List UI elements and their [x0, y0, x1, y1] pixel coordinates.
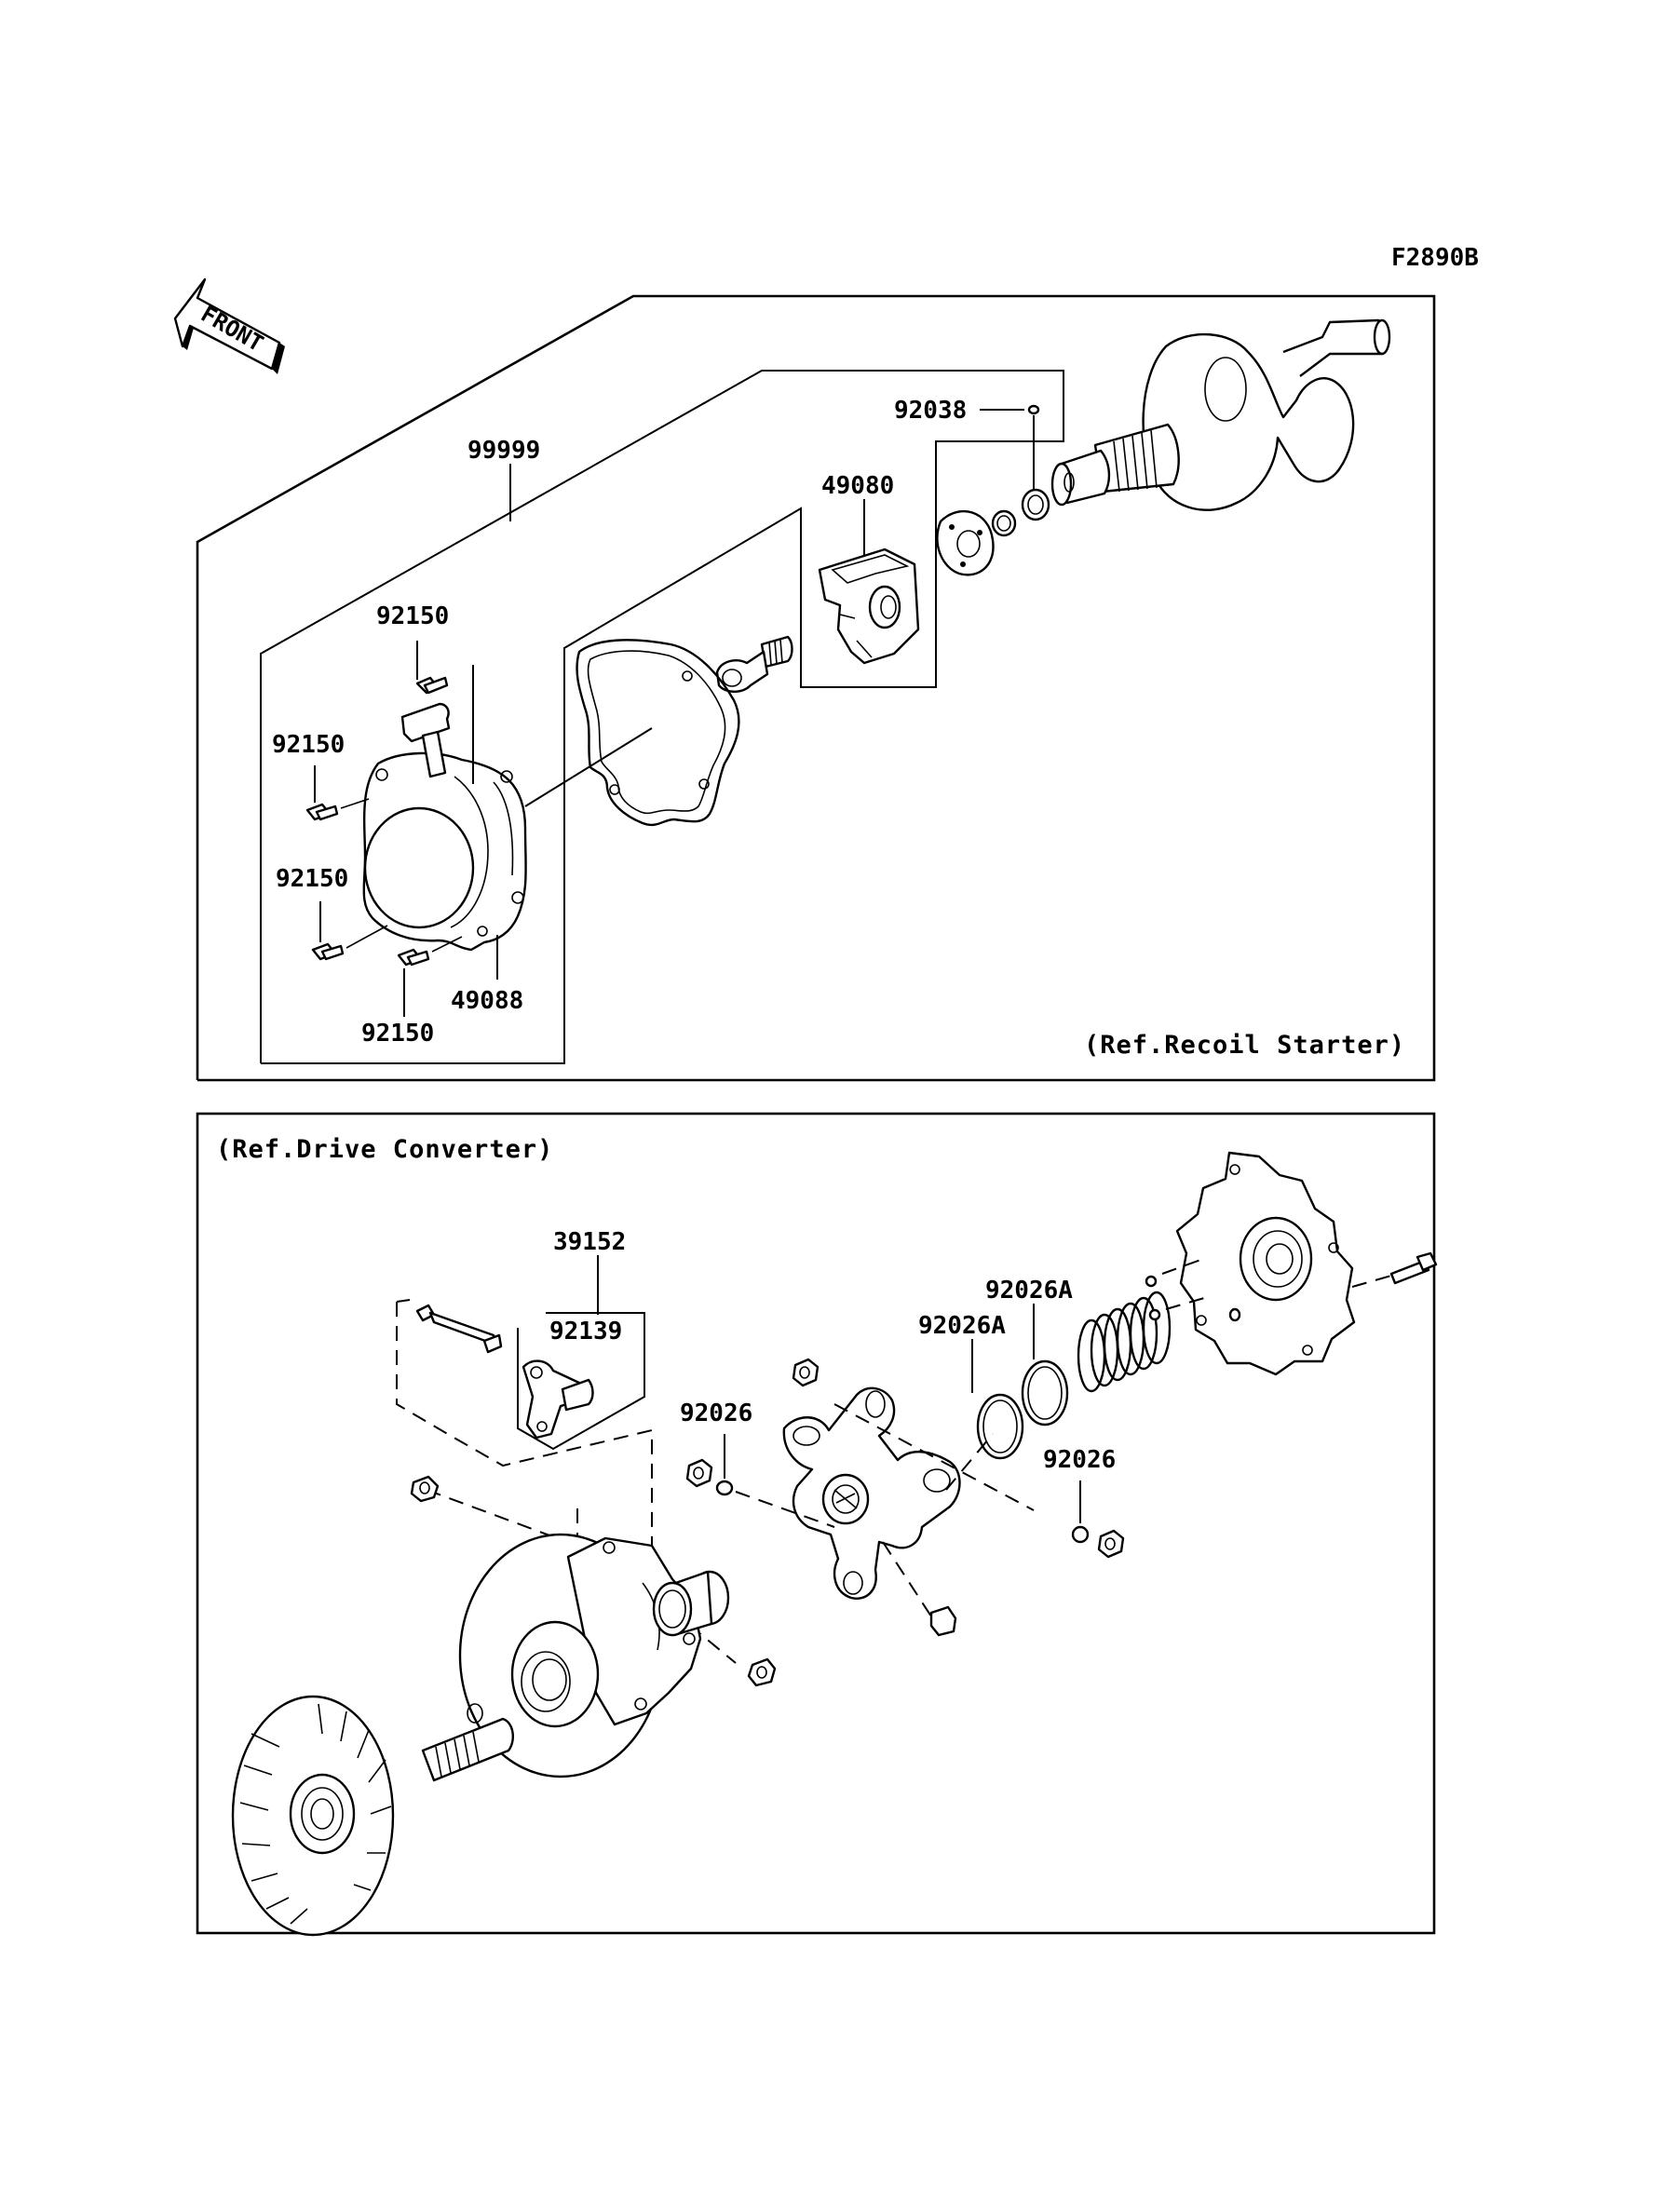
label-92026-right: 92026 [1043, 1446, 1116, 1474]
starter-stud [715, 635, 793, 693]
label-99999: 99999 [467, 437, 540, 465]
sheave-nut [410, 1475, 777, 1687]
cover-gasket [576, 639, 740, 827]
bolt-92150-bottom: 92150 [361, 936, 463, 1048]
label-92026a-upper: 92026A [985, 1277, 1073, 1305]
cover-bolt [1389, 1251, 1438, 1285]
label-92150-bottom: 92150 [361, 1020, 434, 1048]
label-92026-left: 92026 [680, 1399, 752, 1427]
spider-nuts [685, 1358, 1125, 1637]
upper-reference-note: (Ref.Recoil Starter) [1084, 1031, 1405, 1060]
cover-to-gasket-line [524, 727, 653, 807]
bolt-92150-left: 92150 [272, 731, 370, 821]
bolt-92150-lower-left: 92150 [276, 865, 388, 961]
sliding-sheave [458, 1533, 702, 1778]
ring-92026a-lower: 92026A [918, 1312, 1024, 1460]
label-92038: 92038 [894, 397, 967, 425]
lower-panel: (Ref.Drive Converter) 39152 92139 [196, 1112, 1438, 1937]
ring-92026a-upper: 92026A [985, 1277, 1073, 1427]
spacer-ring [991, 488, 1050, 537]
lower-reference-note: (Ref.Drive Converter) [216, 1135, 553, 1164]
clutch-spring [1077, 1291, 1172, 1393]
weight-assy-bracket [517, 1312, 645, 1451]
washer-92026-left: 92026 [680, 1399, 752, 1496]
weight-arm [522, 1359, 594, 1440]
label-92150-lower-left: 92150 [276, 865, 348, 893]
sheave-bushing [652, 1570, 730, 1637]
upper-panel-frame [196, 294, 1436, 1082]
lower-panel-frame [196, 1112, 1436, 1935]
label-49088: 49088 [451, 987, 523, 1015]
label-92139: 92139 [549, 1318, 622, 1345]
washer-92026-right: 92026 [1043, 1446, 1116, 1544]
label-39152: 39152 [553, 1228, 626, 1256]
recoil-cover-49088: 49088 [362, 665, 527, 1015]
cover-pins [1145, 1275, 1241, 1322]
drive-cup-49080: 49080 [818, 472, 920, 665]
front-direction-arrow-icon: FRONT [173, 277, 285, 374]
figure-code: F2890B [1391, 244, 1479, 272]
label-49080: 49080 [821, 472, 894, 500]
pin-92038: 92038 [894, 397, 1040, 494]
set-bracket [260, 370, 1064, 1064]
bolt-92150-top: 92150 [376, 602, 449, 695]
weight-pin-left [396, 1299, 653, 1555]
fixed-sheave [231, 1695, 514, 1937]
label-92150-left: 92150 [272, 731, 345, 759]
converter-cover [1175, 1151, 1356, 1376]
label-92150-top: 92150 [376, 602, 449, 630]
spider-assembly [782, 1386, 961, 1600]
label-92026a-lower: 92026A [918, 1312, 1006, 1340]
flange-plate [936, 509, 995, 576]
crankshaft [1050, 318, 1391, 511]
upper-panel: 92038 49080 [196, 294, 1436, 1082]
